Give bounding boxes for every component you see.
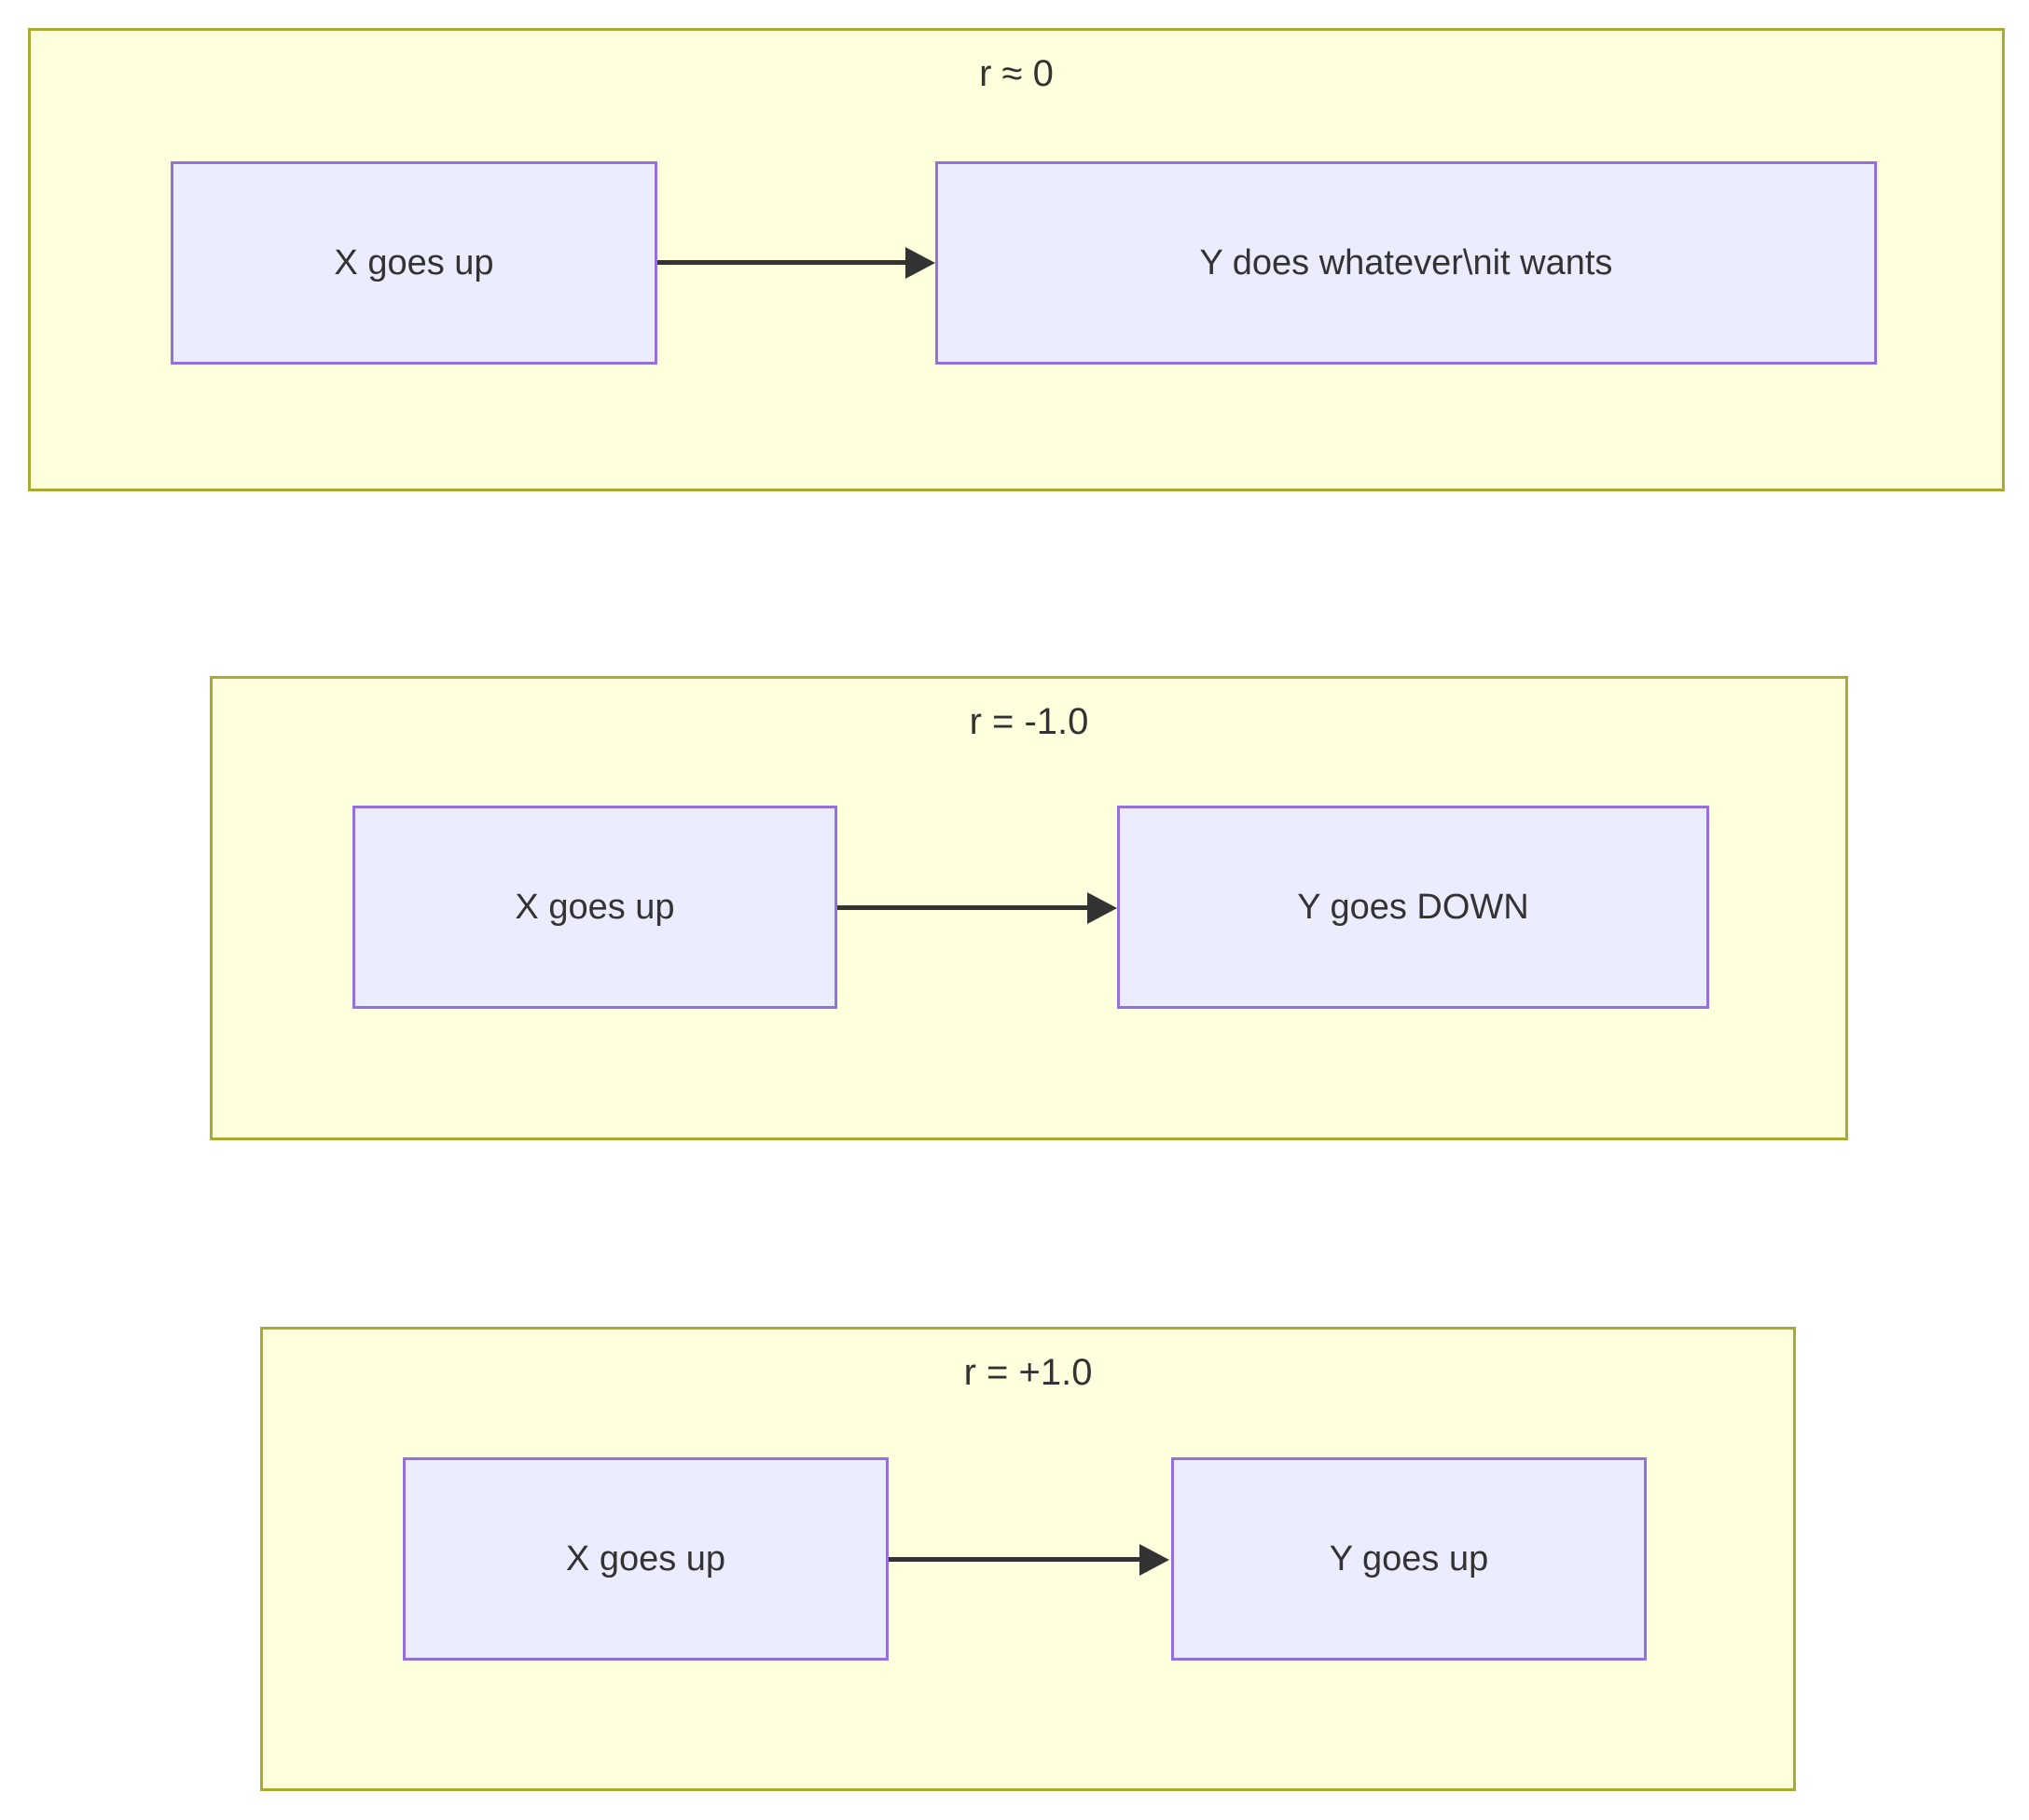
node-y-goes-up: Y goes up	[1171, 1457, 1647, 1661]
cluster-title: r = -1.0	[969, 701, 1089, 742]
node-label: Y goes DOWN	[1297, 887, 1529, 927]
cluster-r-approx-zero: r ≈ 0 X goes up Y does whatever\nit want…	[28, 28, 2005, 491]
node-x-goes-up: X goes up	[352, 806, 837, 1009]
node-label: Y does whatever\nit wants	[1199, 242, 1613, 283]
arrowhead-icon	[905, 247, 935, 279]
edge-line	[657, 260, 911, 265]
arrowhead-icon	[1087, 892, 1117, 924]
cluster-title: r ≈ 0	[979, 53, 1054, 94]
node-label: X goes up	[334, 242, 494, 283]
node-x-goes-up: X goes up	[403, 1457, 889, 1661]
node-label: X goes up	[565, 1538, 726, 1579]
edge-line	[889, 1557, 1143, 1562]
cluster-r-negative-one: r = -1.0 X goes up Y goes DOWN	[210, 676, 1848, 1140]
node-y-goes-down: Y goes DOWN	[1117, 806, 1709, 1009]
arrowhead-icon	[1139, 1544, 1169, 1576]
cluster-title: r = +1.0	[963, 1352, 1093, 1393]
node-label: X goes up	[515, 887, 675, 927]
edge-line	[837, 905, 1091, 910]
node-x-goes-up: X goes up	[171, 161, 657, 365]
node-label: Y goes up	[1329, 1538, 1489, 1579]
node-y-does-whatever: Y does whatever\nit wants	[935, 161, 1877, 365]
cluster-r-positive-one: r = +1.0 X goes up Y goes up	[260, 1327, 1796, 1791]
